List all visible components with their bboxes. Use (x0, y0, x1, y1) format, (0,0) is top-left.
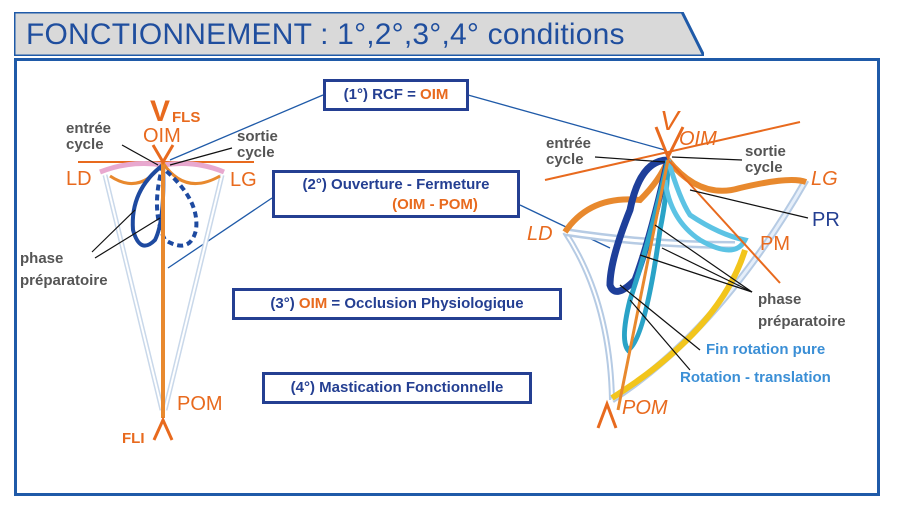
right-sortie-cycle-label: cycle (745, 159, 783, 176)
left-pointer-lines (91, 144, 233, 259)
right-preparatoire-label: préparatoire (758, 313, 846, 330)
left-phase-label: phase (20, 250, 63, 267)
right-v-label: V (660, 105, 681, 136)
right-bottom-caret (596, 399, 618, 429)
box3-highlight: OIM (298, 295, 328, 312)
right-rotation-translation-label: Rotation - translation (680, 369, 831, 386)
right-top-caret (654, 126, 685, 161)
right-fin-rotation-label: Fin rotation pure (706, 341, 825, 358)
condition-box-4: (4°) Mastication Fonctionnelle (262, 372, 532, 404)
box2-line1: (2°) Ouverture - Fermeture (302, 176, 490, 193)
left-entree-label: entrée (66, 120, 111, 137)
box3-suffix: = Occlusion Physiologique (327, 295, 524, 312)
right-pointer-lines (594, 156, 809, 371)
right-oim-label: OIM (679, 128, 717, 150)
page-title: FONCTIONNEMENT : 1°,2°,3°,4° conditions (26, 18, 625, 51)
right-entree-cycle-label: cycle (546, 151, 584, 168)
left-entree-cycle-label: cycle (66, 136, 104, 153)
box4-text: (4°) Mastication Fonctionnelle (290, 379, 504, 396)
right-sortie-label: sortie (745, 143, 786, 160)
box3-prefix: (3°) (270, 295, 299, 312)
condition-box-3: (3°) OIM = Occlusion Physiologique (232, 288, 562, 320)
right-pom-label: POM (622, 397, 668, 419)
left-bottom-caret (152, 416, 174, 441)
right-entree-label: entrée (546, 135, 591, 152)
left-envelope (102, 174, 225, 411)
right-yellow-path (610, 249, 748, 401)
right-light-blue-loop (662, 159, 749, 253)
right-pm-label: PM (760, 233, 790, 255)
left-oim-label: OIM (143, 125, 181, 147)
box2-line2: (OIM - POM) (392, 196, 478, 213)
right-teal-path (622, 159, 671, 354)
left-top-caret (151, 144, 175, 165)
left-sortie-cycle-label: cycle (237, 144, 275, 161)
left-fli-label: FLI (122, 430, 145, 447)
left-ld-label: LD (66, 168, 92, 190)
box1-prefix: (1°) RCF = (343, 86, 421, 103)
left-lg-label: LG (230, 169, 257, 191)
main-frame (14, 58, 880, 496)
left-preparatoire-label: préparatoire (20, 272, 108, 289)
right-lg-label: LG (811, 168, 838, 190)
left-dashed-loop (154, 164, 199, 248)
right-axis-lower-line (616, 159, 670, 411)
right-pr-label: PR (812, 209, 840, 231)
condition-box-2: (2°) Ouverture - Fermeture (OIM - POM) (272, 170, 520, 218)
right-envelope (562, 178, 810, 403)
left-fls-label: FLS (172, 109, 200, 126)
right-axis-diagonal-line (667, 159, 781, 284)
connector-lines (167, 94, 666, 269)
condition-box-1: (1°) RCF = OIM (323, 79, 469, 111)
box1-highlight: OIM (420, 86, 449, 103)
right-ld-label: LD (527, 223, 553, 245)
right-phase-label: phase (758, 291, 801, 308)
left-pom-label: POM (177, 393, 223, 415)
left-sortie-label: sortie (237, 128, 278, 145)
title-tab (14, 12, 704, 56)
left-v-label: V (150, 95, 170, 128)
